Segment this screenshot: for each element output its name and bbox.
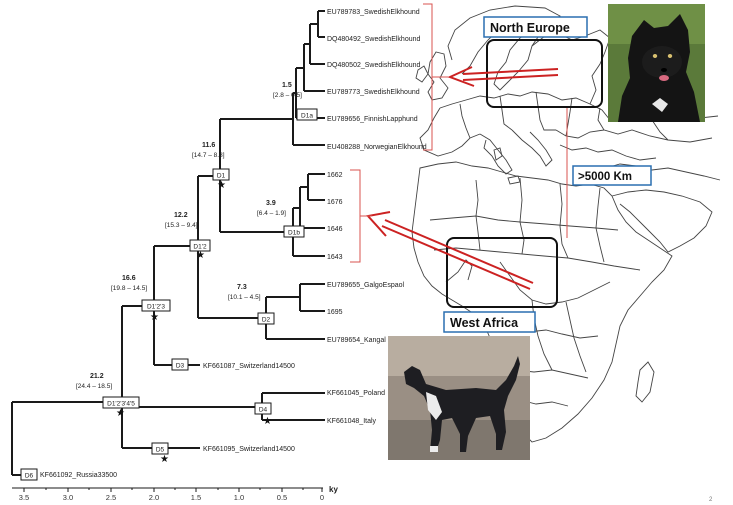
clade-range-D1_5: [24.4 – 18.5]: [76, 383, 112, 390]
tree-branches: [11, 10, 325, 476]
node-star-icon: ★: [263, 416, 272, 427]
north-dog-photo: [608, 4, 705, 122]
node-label-D5: D5: [156, 447, 165, 454]
tick-label-1.5: 1.5: [191, 493, 201, 502]
west-africa-arrow: [366, 211, 534, 290]
leaf-label: 1662: [327, 172, 343, 179]
tick-label-1.0: 1.0: [234, 493, 244, 502]
node-label-D1a: D1a: [301, 113, 313, 120]
clade-range-D1_2: [15.3 – 9.4]: [165, 222, 198, 229]
tick-label-2.5: 2.5: [106, 493, 116, 502]
leaf-label: KF661045_Poland: [327, 390, 385, 397]
north-europe-label: North Europe: [490, 21, 570, 35]
clade-range-D2: [10.1 – 4.5]: [228, 294, 261, 301]
tick-label-2.0: 2.0: [149, 493, 159, 502]
node-label-D1_5: D1'2'3'4'5: [107, 401, 135, 408]
west-africa-label-group: West Africa: [443, 311, 536, 333]
tick-label-3.5: 3.5: [19, 493, 29, 502]
axis-unit-label: ky: [329, 485, 338, 494]
distance-label: >5000 Km: [578, 171, 632, 183]
leaf-labels: EU789783_SwedishElkhound DQ480492_Swedis…: [40, 9, 427, 479]
leaf-label: 1643: [327, 254, 343, 261]
leaf-label: DQ480502_SwedishElkhound: [327, 62, 421, 69]
node-star-icon: ★: [116, 408, 125, 419]
node-label-D1b: D1b: [288, 230, 300, 237]
north-europe-label-group: North Europe: [483, 16, 588, 38]
node-D5: D5: [151, 442, 169, 455]
tick-label-3.0: 3.0: [63, 493, 73, 502]
leaf-label: EU789654_Kangal: [327, 337, 386, 344]
node-D1_2: D1'2: [189, 239, 211, 252]
leaf-label: EU789783_SwedishElkhound: [327, 9, 420, 16]
node-star-icon: ★: [150, 312, 159, 323]
node-star-icon: ★: [160, 454, 169, 465]
leaf-label: DQ480492_SwedishElkhound: [327, 36, 421, 43]
clade-range-D1_2_3: [19.8 – 14.5]: [111, 285, 147, 292]
node-label-D1_2: D1'2: [193, 244, 207, 251]
clade-age-D1_2: 12.2: [174, 212, 188, 219]
leaf-label: KF661095_Switzerland14500: [203, 446, 295, 453]
node-label-D3: D3: [176, 363, 185, 370]
leaf-label: EU408288_NorwegianElkhound: [327, 144, 427, 151]
node-labels: D1a D1 D1b D1'2 D2 D1'2'3 D3 D1'2'3'4'5 …: [20, 108, 318, 481]
node-D1_2_3: D1'2'3: [141, 299, 171, 312]
node-D1: D1: [212, 168, 230, 181]
clade-age-labels: 1.5 [2.8 – 0.5] 11.6 [14.7 – 8.8] 3.9 [6…: [76, 82, 302, 390]
node-D1_5: D1'2'3'4'5: [102, 396, 140, 409]
distance-label-group: >5000 Km: [572, 165, 652, 186]
world-map: [411, 5, 721, 443]
node-D4: D4: [254, 402, 272, 415]
west-dog-photo: [388, 336, 530, 460]
node-label-D1_2_3: D1'2'3: [147, 304, 165, 311]
tick-label-0: 0: [320, 493, 324, 502]
axis-ticks: [23, 488, 323, 492]
node-D1b: D1b: [283, 225, 305, 238]
time-axis: 3.5 3.0 2.5 2.0 1.5 1.0 0.5 0 ky: [12, 485, 338, 502]
clade-range-D1a: [2.8 – 0.5]: [273, 92, 302, 99]
node-label-D4: D4: [259, 407, 268, 414]
west-clade-bracket: [350, 169, 372, 263]
node-label-D1: D1: [217, 173, 226, 180]
leaf-label: KF661092_Russia33500: [40, 472, 117, 479]
leaf-label: 1676: [327, 199, 343, 206]
node-star-icon: ★: [196, 250, 205, 261]
west-africa-label: West Africa: [450, 316, 519, 330]
clade-age-D1a: 1.5: [282, 82, 292, 89]
node-label-D2: D2: [262, 317, 271, 324]
west-africa-region-box: [446, 237, 558, 308]
leaf-label: KF661087_Switzerland14500: [203, 363, 295, 370]
node-D1a: D1a: [296, 108, 318, 121]
clade-age-D1_5: 21.2: [90, 373, 104, 380]
leaf-label: KF661048_Italy: [327, 418, 377, 425]
leaf-label: 1646: [327, 226, 343, 233]
node-D2: D2: [257, 312, 275, 325]
leaf-label: 1695: [327, 309, 343, 316]
leaf-label: EU789773_SwedishElkhound: [327, 89, 420, 96]
clade-age-D1: 11.6: [202, 142, 215, 149]
tree-marks: ★ ★ ★ ★ ★ ★: [116, 180, 272, 465]
leaf-label: EU789655_GalgoEspaol: [327, 282, 405, 289]
north-clade-bracket: [423, 3, 448, 151]
node-D6: D6: [20, 468, 38, 481]
clade-range-D1b: [6.4 – 1.9]: [257, 210, 286, 217]
north-europe-region-box: [486, 39, 603, 108]
node-D3: D3: [171, 358, 189, 371]
clade-age-D1_2_3: 16.6: [122, 275, 136, 282]
tick-label-0.5: 0.5: [277, 493, 287, 502]
clade-age-D2: 7.3: [237, 284, 247, 291]
clade-age-D1b: 3.9: [266, 200, 276, 207]
leaf-label: EU789656_FinnishLapphund: [327, 116, 418, 123]
page-number: 2: [709, 497, 713, 503]
north-europe-arrow: [447, 66, 559, 87]
node-star-icon: ★: [217, 180, 226, 191]
clade-range-D1: [14.7 – 8.8]: [192, 152, 225, 159]
node-label-D6: D6: [25, 473, 34, 480]
